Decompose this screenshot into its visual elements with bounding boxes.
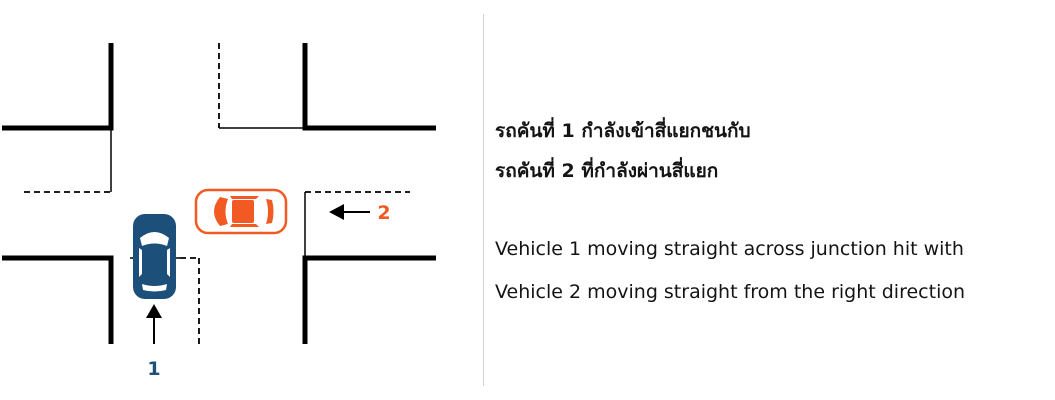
road-dashed-lines	[24, 43, 410, 344]
english-description-line-1: Vehicle 1 moving straight across junctio…	[495, 238, 964, 260]
vehicle-2-arrow	[329, 204, 370, 220]
vehicle-2-car	[194, 188, 288, 235]
vehicle-1-label: 1	[147, 358, 160, 380]
vehicle-2-label: 2	[377, 202, 390, 224]
kerb-bottom-left	[2, 255, 114, 344]
kerb-bottom-right	[302, 255, 436, 344]
english-description-line-2: Vehicle 2 moving straight from the right…	[495, 281, 966, 303]
kerb-top-left	[2, 43, 114, 131]
vehicle-1-car	[133, 214, 176, 299]
thai-description-line-2: รถคันที่ 2 ที่กำลังผ่านสี่แยก	[495, 160, 719, 182]
junction-diagram: 1 2	[2, 43, 436, 380]
vehicle-1-arrow	[146, 304, 162, 344]
thai-description-line-1: รถคันที่ 1 กำลังเข้าสี่แยกชนกับ	[495, 120, 751, 142]
divider-line	[483, 14, 484, 386]
kerb-top-right	[302, 43, 436, 131]
